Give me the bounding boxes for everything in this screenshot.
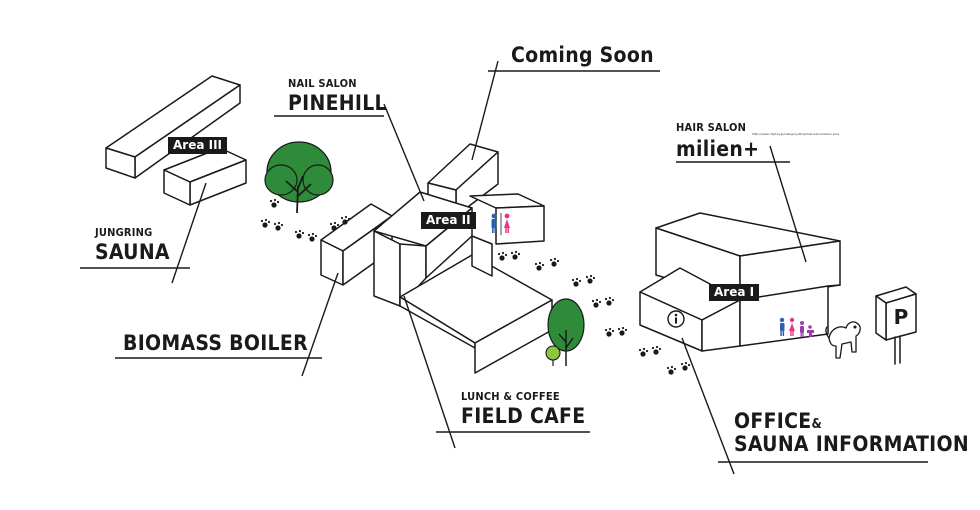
- paw-print-icon: [604, 327, 615, 337]
- dog-icon: [825, 321, 861, 359]
- paw-print-icon: [497, 251, 508, 261]
- hair-salon-url: http://www.cityboy.jp/category/shop/hair…: [752, 132, 840, 136]
- sauna-category: JUNGRING: [95, 226, 153, 239]
- restroom-icon: [491, 213, 510, 235]
- area-3-tag: Area III: [168, 137, 228, 154]
- building-area-2: [373, 143, 553, 374]
- paw-print-icon: [585, 274, 596, 284]
- restroom-icon: [779, 317, 814, 337]
- paw-print-icon: [571, 277, 582, 287]
- biomass-boiler-label: BIOMASS BOILER: [123, 331, 308, 355]
- paw-print-icon: [591, 298, 602, 308]
- leader-lines: [80, 60, 928, 475]
- paw-print-icon: [604, 296, 615, 306]
- paw-print-icon: [617, 326, 628, 336]
- paw-print-icon: [269, 198, 280, 208]
- paw-print-icon: [329, 221, 340, 231]
- paw-print-icon: [666, 365, 677, 375]
- tree-icon: [545, 298, 585, 366]
- paw-print-icon: [510, 250, 521, 260]
- office-label: OFFICE&: [734, 409, 822, 433]
- paw-print-icon: [307, 232, 318, 242]
- field-cafe-category: LUNCH & COFFEE: [461, 390, 560, 403]
- area-2-tag: Area II: [421, 212, 476, 229]
- building-area-1: [639, 212, 841, 352]
- parking-letter: P: [894, 305, 909, 329]
- paw-print-icon: [680, 361, 691, 371]
- paw-print-icon: [340, 215, 351, 225]
- sauna-name: SAUNA: [95, 240, 170, 264]
- building-area-3: [105, 75, 247, 206]
- office-line1: OFFICE: [734, 409, 812, 433]
- office-amp: &: [811, 417, 822, 432]
- office-line2: SAUNA INFORMATION: [734, 432, 969, 456]
- coming-soon-label: Coming Soon: [511, 43, 654, 67]
- hair-salon-category: HAIR SALON: [676, 121, 747, 134]
- paw-print-icon: [549, 257, 560, 267]
- paw-print-icon: [651, 345, 662, 355]
- area-1-tag: Area I: [709, 284, 760, 301]
- paw-prints: [260, 198, 691, 375]
- paw-print-icon: [273, 221, 284, 231]
- field-cafe-name: FIELD CAFE: [461, 404, 586, 428]
- hair-salon-name: milien+: [676, 137, 760, 161]
- paw-print-icon: [260, 218, 271, 228]
- paw-print-icon: [534, 261, 545, 271]
- tree-icon: [264, 141, 334, 214]
- nail-salon-category: NAIL SALON: [288, 77, 357, 90]
- paw-print-icon: [294, 229, 305, 239]
- info-icon: [667, 310, 685, 328]
- parking-sign: [875, 286, 917, 365]
- paw-print-icon: [638, 347, 649, 357]
- nail-salon-name: PINEHILL: [288, 91, 387, 115]
